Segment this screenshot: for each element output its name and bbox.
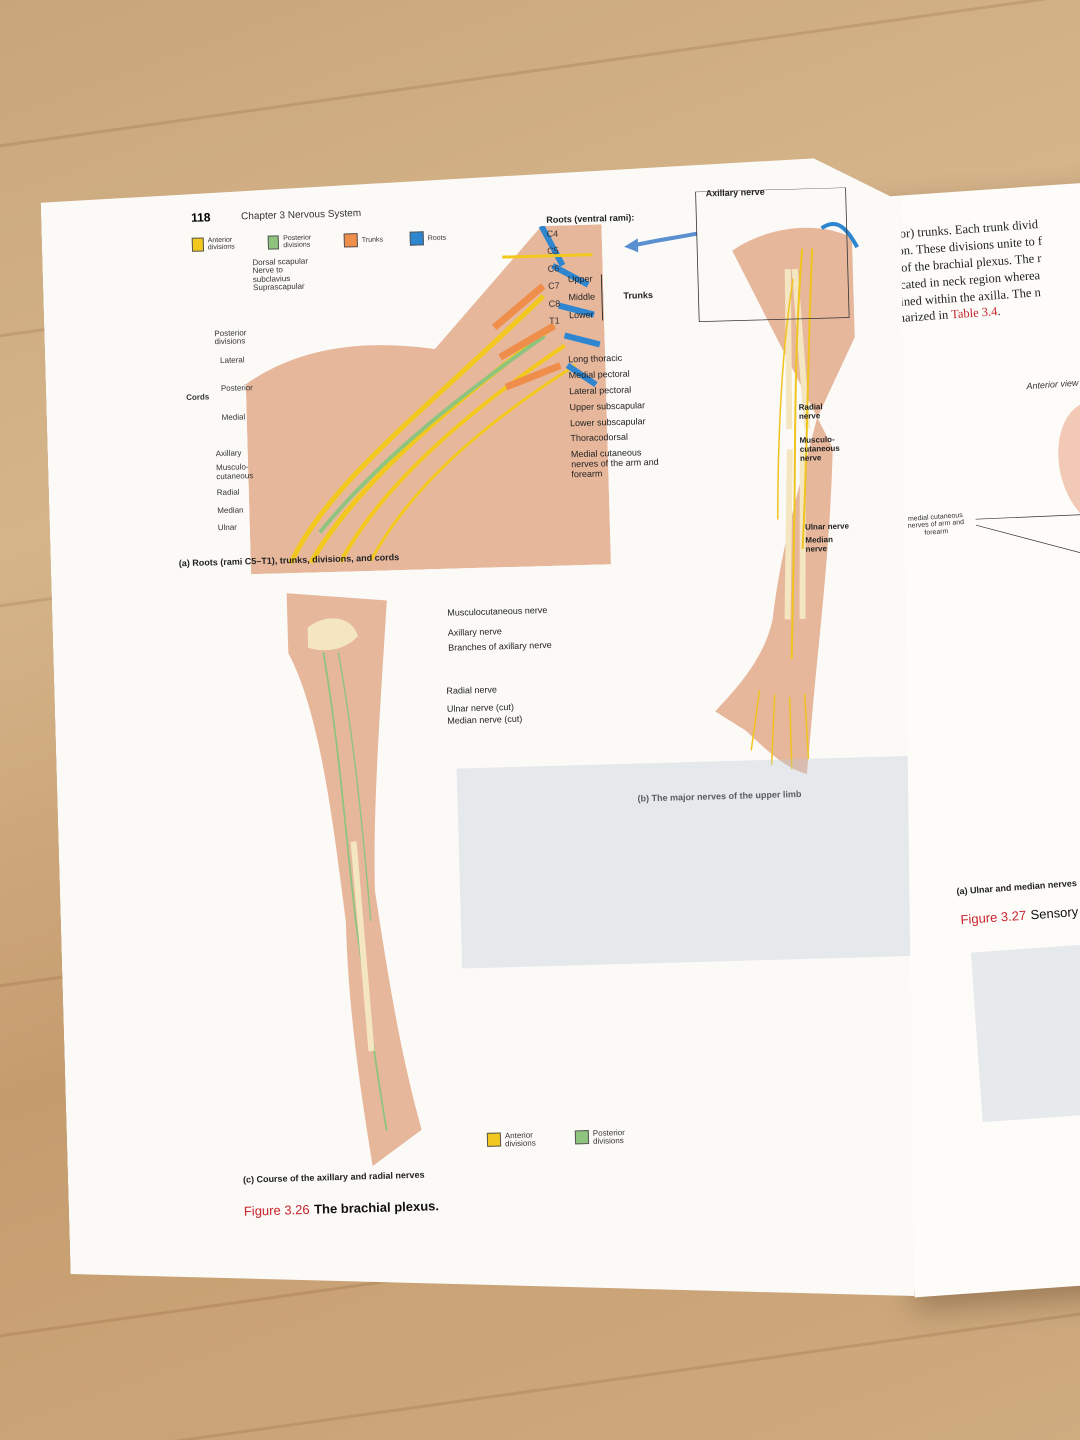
roots-title: Roots (ventral rami): [546,212,635,225]
panel-c-caption: (c) Course of the axillary and radial ne… [242,1169,425,1185]
cord-medial: Medial [221,412,246,422]
trunk-lower: Lower [568,309,594,321]
upper-limb-diagram [691,187,877,782]
label-axillary-nerve: Axillary nerve [705,186,765,199]
trunk-middle: Middle [568,291,596,303]
label-medial-cutaneous: Medial cutaneous nerves of the arm and f… [570,447,659,480]
root-c4: C4 [546,228,559,239]
label-posterior-divisions: Posterior divisions [214,328,247,347]
label-ulnar-nerve: Ulnar nerve [804,521,850,532]
panel-c-labels-lower: Radial nerve Ulnar nerve (cut) Median ne… [446,685,522,727]
figure-number: Figure 3.26 [243,1201,310,1219]
branch-ulnar: Ulnar [217,522,238,533]
label-c-musculocutaneous: Musculocutaneous nerve [447,605,548,618]
label-thoracodorsal: Thoracodorsal [570,432,629,444]
running-head: Chapter 3 Nervous System [240,208,362,223]
axillary-radial-diagram [267,588,483,1173]
bleed-through-table [457,756,922,969]
label-c-axillary: Axillary nerve [447,626,502,638]
right-caption: (a) Ulnar and median nerves [956,878,1078,897]
panel-c-legend: Anterior divisions Posterior divisions [487,1129,633,1150]
legend-item: Posterior divisions [575,1129,633,1147]
swatch-anterior [487,1133,501,1147]
panel-c-labels-upper: Musculocutaneous nerve Axillary nerve Br… [447,606,552,654]
figure-title: The brachial plexus. [313,1198,440,1217]
right-figure-caption: Figure 3.27 Sensory distril [959,902,1080,928]
legend-item: Anterior divisions [487,1131,545,1149]
cord-posterior: Posterior [220,383,254,394]
page-number: 118 [190,210,211,225]
root-t1: T1 [548,315,560,327]
panel-a-right-labels: Long thoracic Medial pectoral Lateral pe… [568,352,691,480]
view-label: Anterior view [1026,377,1079,392]
root-c5: C5 [547,245,559,257]
label-c-branches-axillary: Branches of axillary nerve [448,639,552,653]
terminal-branches-list: Axillary Musculo-cutaneous Radial Median… [216,449,278,533]
trunks-bracket: Upper Middle Lower [568,274,603,321]
branch-radial: Radial [216,487,240,498]
root-c7: C7 [548,280,560,292]
label-lower-subscapular: Lower subscapular [569,415,646,428]
label-lateral-pectoral: Lateral pectoral [568,384,632,397]
swatch-posterior [575,1130,589,1144]
label-medial-pectoral: Medial pectoral [568,368,630,381]
cords-list: Lateral Posterior Medial [220,356,254,422]
branch-axillary: Axillary [215,448,242,459]
label-radial-nerve: Radial nerve [798,402,823,421]
table-reference: Table 3.4 [950,304,998,322]
figure-caption: Figure 3.26 The brachial plexus. [244,1197,440,1220]
label-trunks: Trunks [623,289,654,301]
branch-median: Median [217,505,244,515]
label-long-thoracic: Long thoracic [568,352,623,365]
label-c-median-cut: Median nerve (cut) [447,713,523,726]
panel-a-upper-labels: Dorsal scapular Nerve to subclavius Supr… [252,256,353,292]
branch-musculocutaneous: Musculo-cutaneous [215,462,254,481]
label-upper-subscapular: Upper subscapular [569,399,646,412]
arrow-icon [622,230,703,254]
swatch-anterior [192,238,204,252]
label-cords: Cords [186,392,210,403]
root-c8: C8 [548,298,561,309]
trunk-upper: Upper [567,273,593,285]
label-c-radial: Radial nerve [446,684,498,696]
label-median-nerve: Median nerve [805,535,834,554]
cord-lateral: Lateral [219,355,245,366]
bleed-through-table [970,940,1080,1123]
root-c6: C6 [547,263,560,274]
label-c-ulnar-cut: Ulnar nerve (cut) [446,701,515,714]
brachial-plexus-diagram [242,224,611,574]
left-page: 118 Chapter 3 Nervous System Anterior di… [40,156,931,1320]
right-page: (inferior) trunks. Each trunk divid divi… [838,181,1080,1298]
label-musculocutaneous-nerve: Musculo-cutaneous nerve [799,434,840,463]
arm-diagram-right [975,391,1080,864]
